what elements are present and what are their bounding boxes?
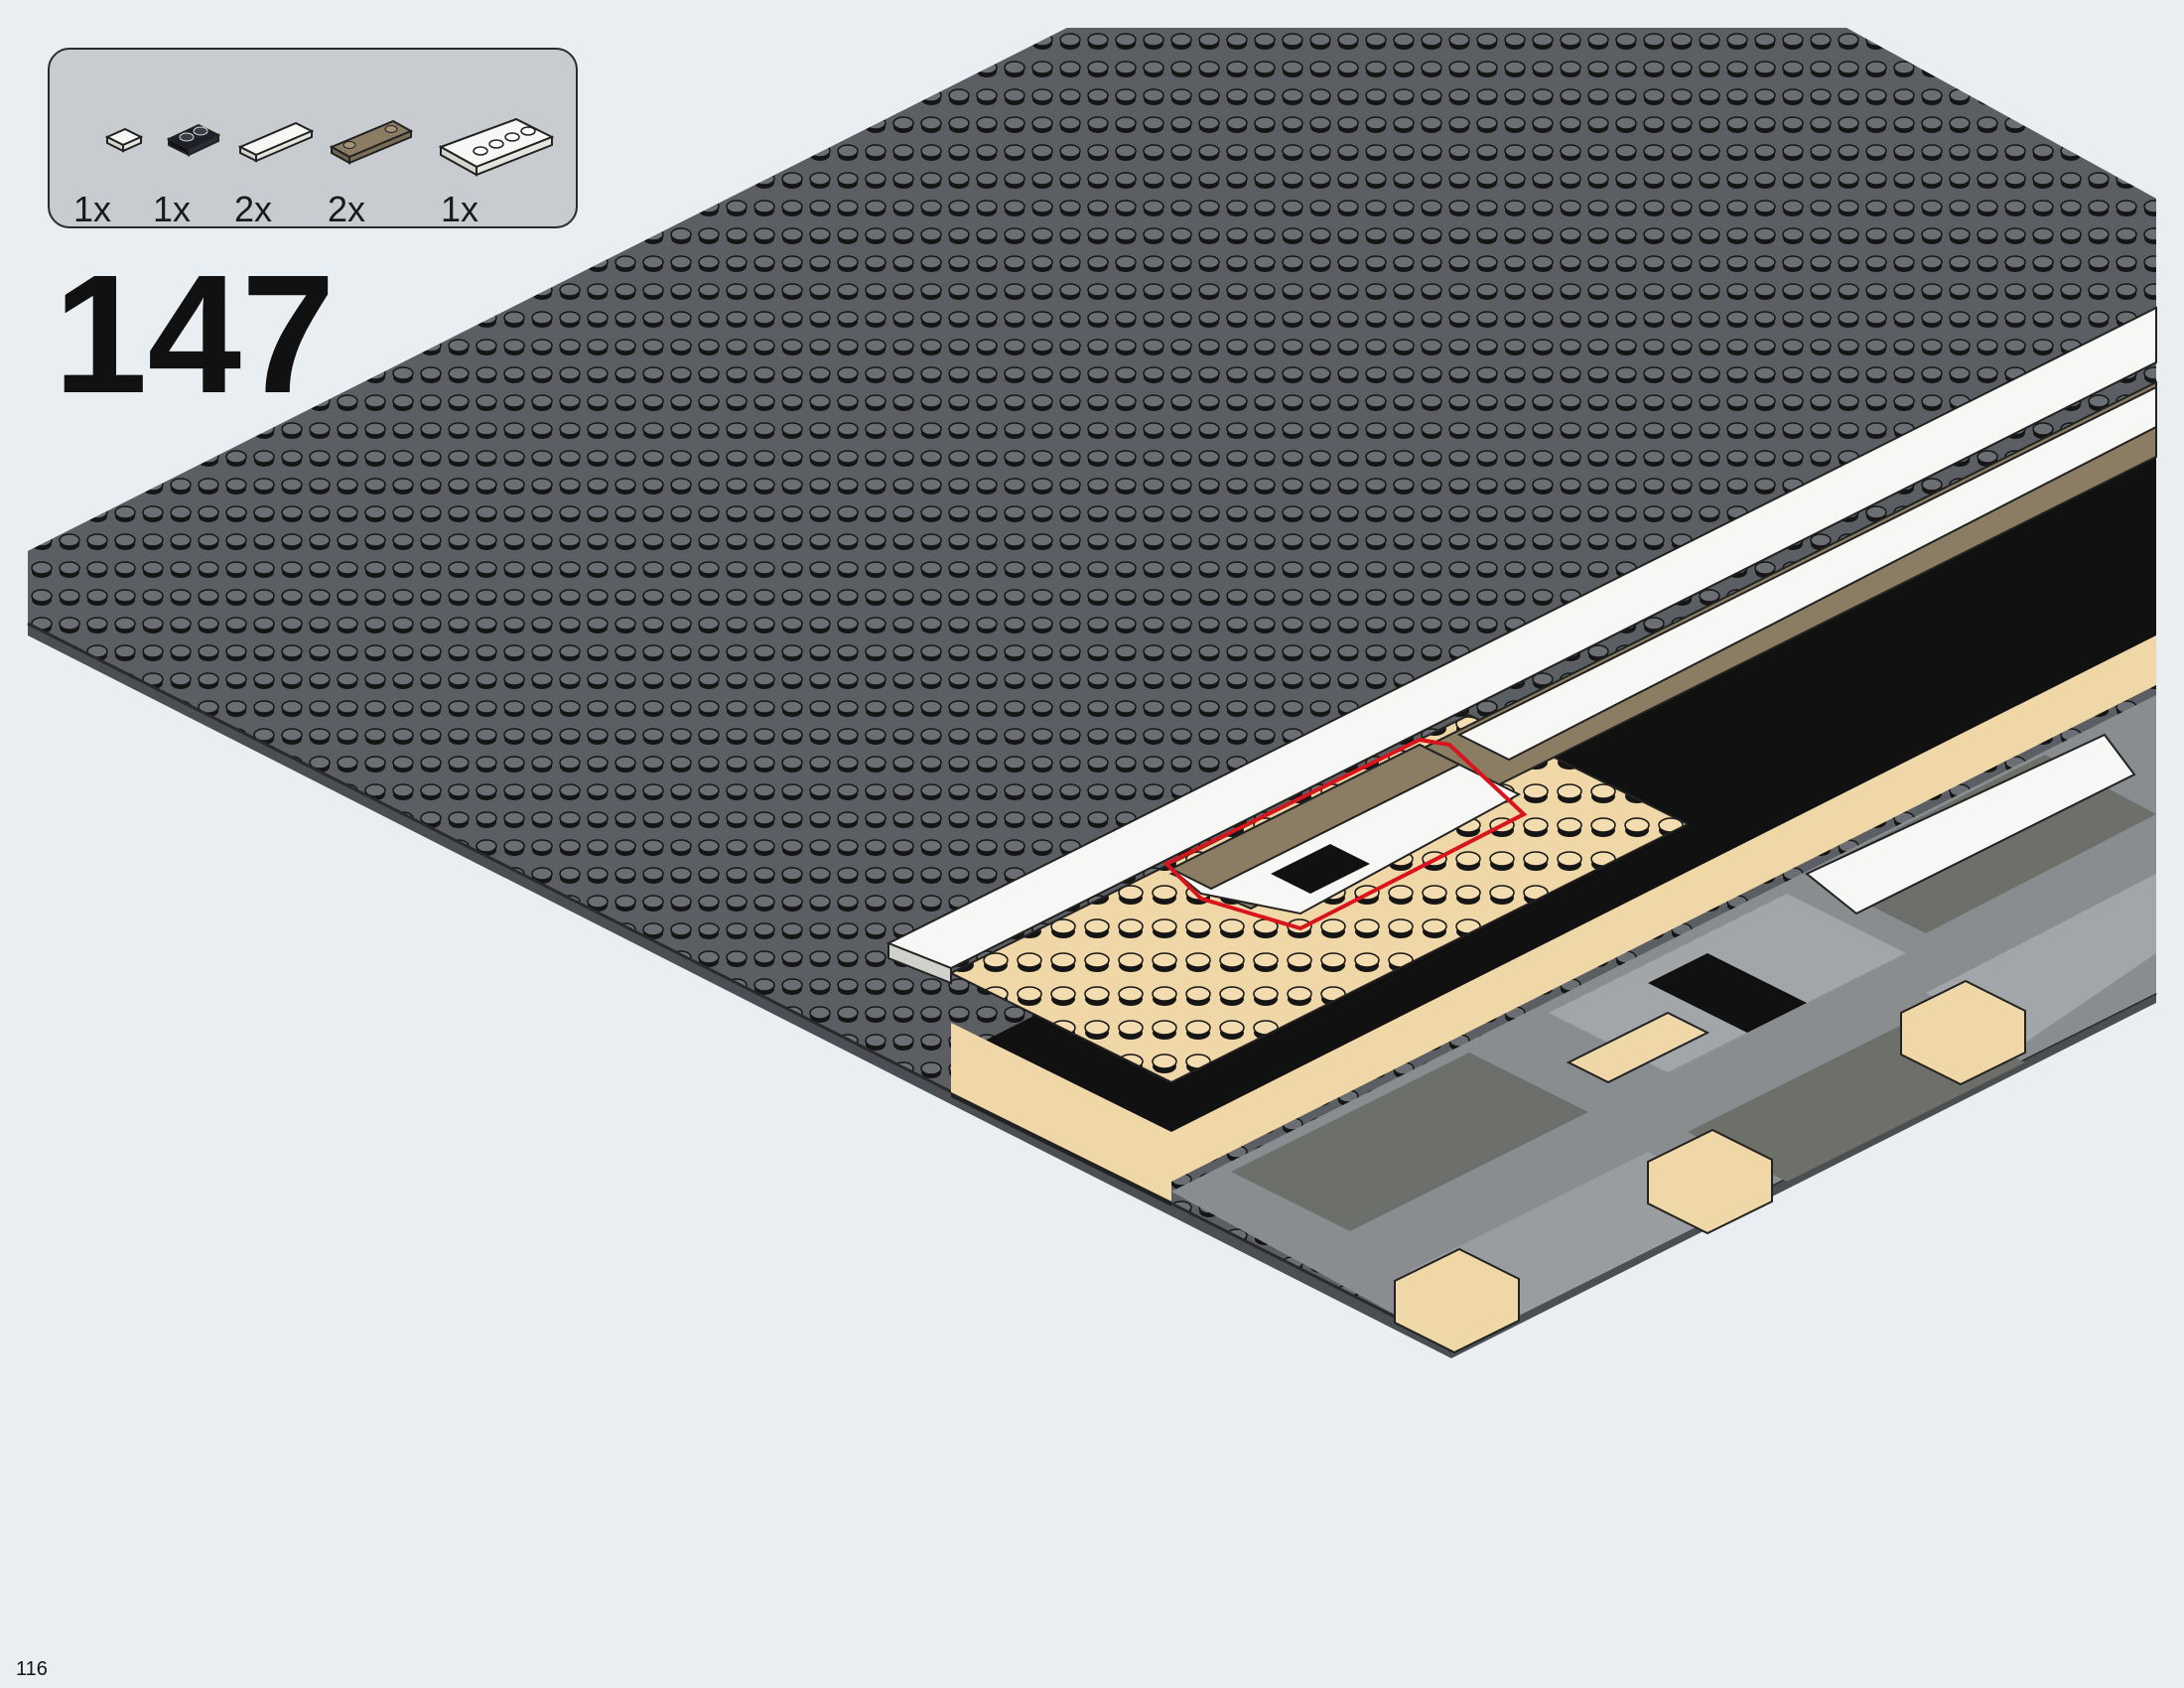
part-dark-tan-1x6-plate-icon xyxy=(328,117,417,216)
page-number: 116 xyxy=(16,1658,48,1680)
new-parts-highlight xyxy=(1162,737,1528,931)
part-white-1x4-tile-icon xyxy=(234,117,324,216)
step-number: 147 xyxy=(54,240,336,429)
part-white-1x1-tile-icon xyxy=(89,117,179,216)
part-quantity: 1x xyxy=(441,189,479,229)
parts-list-box: 1x 1x 2x 2x xyxy=(48,48,578,229)
part-quantity: 2x xyxy=(328,189,366,229)
white-tile-strip xyxy=(886,306,2157,985)
white-plate-floor xyxy=(1805,733,2136,915)
white-plate-row xyxy=(1456,385,2157,762)
part-quantity: 2x xyxy=(234,189,273,229)
black-plate-floor xyxy=(1648,953,1807,1033)
tan-bricks xyxy=(1394,979,2026,1354)
part-quantity: 1x xyxy=(73,189,112,229)
part-black-1x2-plate-icon xyxy=(159,117,248,216)
part-white-2x4-plate-icon xyxy=(437,117,556,216)
part-quantity: 1x xyxy=(153,189,192,229)
